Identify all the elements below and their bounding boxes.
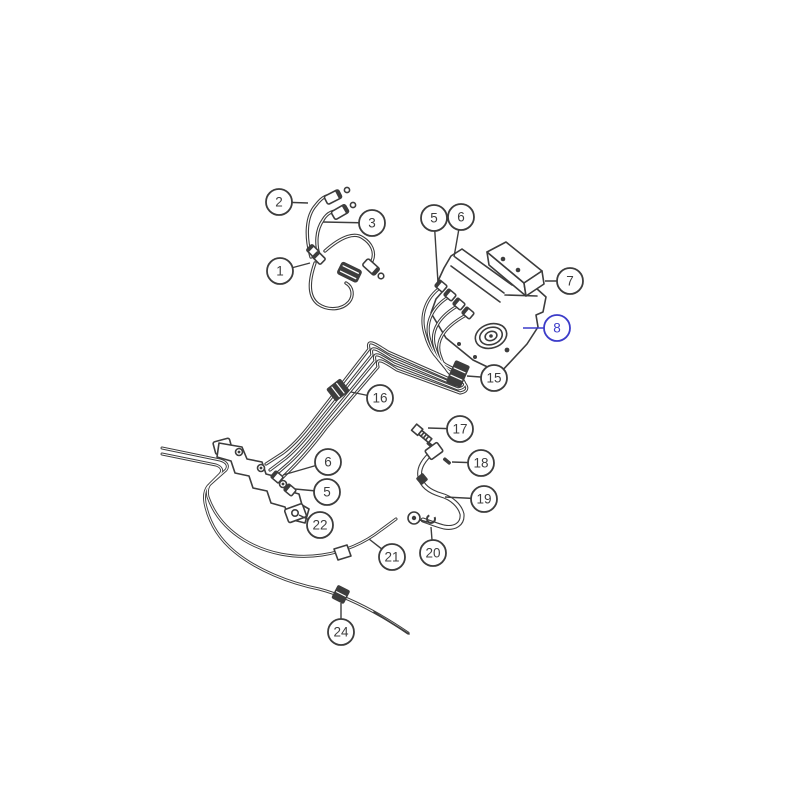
callout-17[interactable]: 17 (427, 415, 474, 443)
callout-22[interactable]: 22 (298, 511, 334, 539)
callout-21[interactable]: 21 (368, 538, 406, 571)
flare-fitting (323, 189, 343, 205)
tube-nut (270, 470, 284, 484)
svg-text:8: 8 (553, 321, 561, 336)
tube-nut (283, 483, 297, 497)
svg-text:17: 17 (452, 422, 467, 437)
callout-18[interactable]: 18 (451, 449, 495, 477)
svg-text:1: 1 (276, 264, 284, 279)
flare-fitting (330, 204, 350, 220)
brake-pipes-highlight-cores (161, 194, 469, 634)
tube-nut (434, 279, 448, 293)
callout-8[interactable]: 8 (523, 314, 571, 342)
tube-nut (452, 297, 466, 311)
svg-text:5: 5 (430, 211, 438, 226)
svg-text:20: 20 (425, 546, 440, 561)
tube-nut (461, 306, 475, 320)
svg-text:16: 16 (372, 391, 387, 406)
callout-1[interactable]: 1 (266, 257, 311, 285)
abs-module-group (430, 241, 547, 374)
pipe-clip-16 (326, 378, 350, 402)
callout-3[interactable]: 3 (322, 209, 386, 237)
pump-motor (474, 322, 508, 350)
callout-6-2[interactable]: 6 (282, 448, 342, 476)
callout-5-2[interactable]: 5 (294, 478, 341, 506)
svg-text:15: 15 (486, 371, 501, 386)
callout-7[interactable]: 7 (545, 267, 584, 295)
svg-text:24: 24 (333, 625, 349, 640)
junction-bracket-group (212, 437, 310, 524)
retainer-block (337, 261, 362, 283)
hose-neck (419, 519, 428, 523)
retaining-clip-20 (426, 514, 436, 524)
tube-tip (349, 201, 357, 209)
svg-text:6: 6 (324, 455, 332, 470)
brake-pipes-group (160, 193, 470, 635)
callout-20[interactable]: 20 (419, 526, 447, 567)
tube-tip (343, 186, 351, 194)
flare-fitting (362, 258, 380, 276)
callout-24[interactable]: 24 (327, 603, 355, 646)
callout-2[interactable]: 2 (265, 188, 309, 216)
callout-15[interactable]: 15 (466, 364, 508, 392)
svg-text:5: 5 (323, 485, 331, 500)
svg-text:3: 3 (368, 216, 376, 231)
callout-6[interactable]: 6 (447, 203, 475, 258)
hose-fitting (424, 441, 444, 461)
callout-19[interactable]: 19 (444, 485, 498, 513)
svg-text:18: 18 (473, 456, 488, 471)
fittings-and-clips-group (270, 186, 475, 635)
svg-text:6: 6 (457, 210, 465, 225)
svg-text:2: 2 (275, 195, 283, 210)
svg-text:22: 22 (312, 518, 327, 533)
pipe-clip-15 (446, 360, 470, 388)
bracket-bolt-hole (515, 267, 521, 273)
callout-5[interactable]: 5 (420, 204, 448, 284)
pin-18 (443, 457, 451, 465)
bracket-bolt-hole (500, 256, 506, 262)
callout-16[interactable]: 16 (350, 384, 394, 412)
pipe-tab-21 (333, 544, 352, 561)
hose-ferrule (416, 473, 428, 485)
tube-nut (443, 288, 457, 302)
tube-tip (377, 272, 385, 280)
svg-text:7: 7 (566, 274, 574, 289)
banjo-bolt (410, 423, 433, 444)
svg-text:21: 21 (384, 550, 399, 565)
svg-text:19: 19 (476, 492, 491, 507)
pipe-end-24 (373, 611, 410, 635)
pipe-clip-24 (331, 585, 350, 604)
twin-tube-nuts (306, 244, 326, 265)
